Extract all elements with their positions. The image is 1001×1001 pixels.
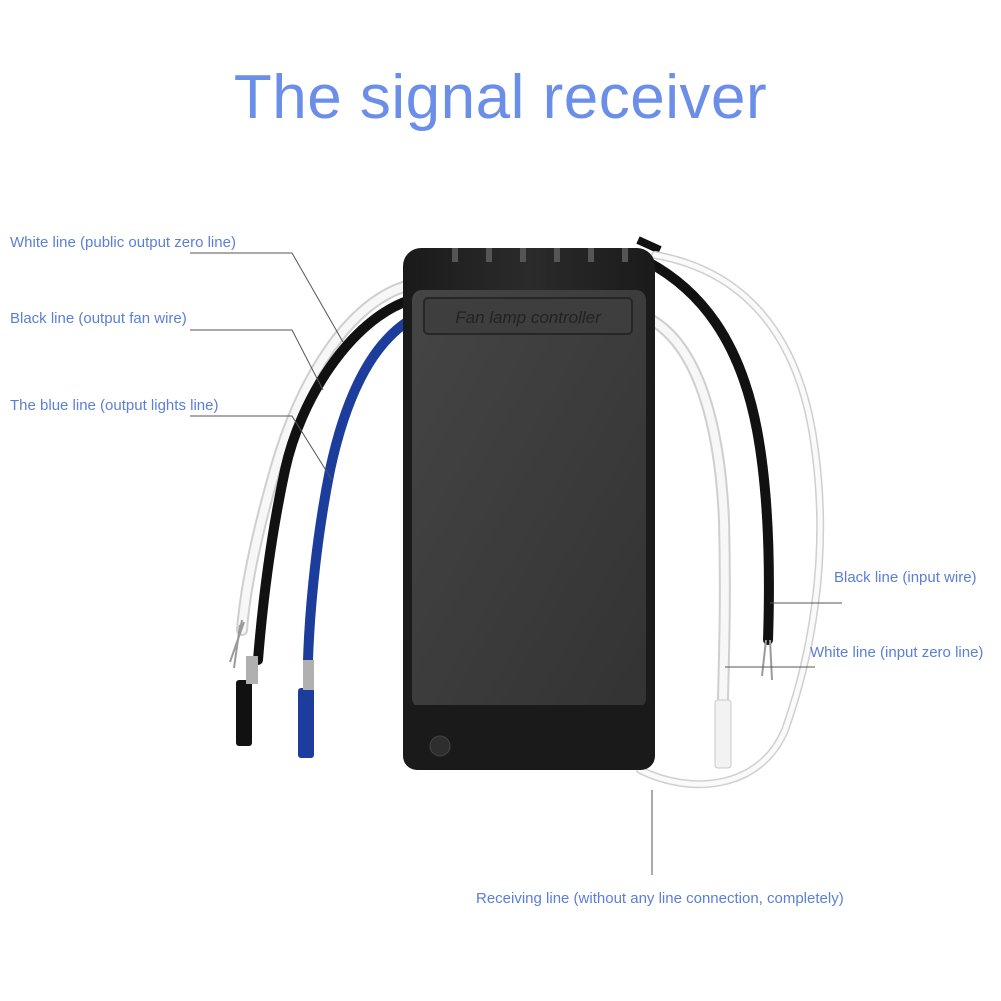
leader-black-fan bbox=[190, 329, 324, 391]
front-panel bbox=[412, 290, 646, 708]
white-output-wire-strands bbox=[229, 619, 245, 669]
vent-slots bbox=[452, 248, 628, 262]
page-title: The signal receiver bbox=[233, 63, 768, 132]
label-receiving-line: Receiving line (without any line connect… bbox=[476, 890, 844, 907]
label-black-output-fan: Black line (output fan wire) bbox=[10, 310, 187, 327]
leader-lines bbox=[190, 252, 842, 875]
black-fan-wire-terminal bbox=[236, 680, 252, 746]
leader-blue-lights bbox=[190, 415, 333, 481]
black-input-wire bbox=[643, 257, 774, 645]
controller-body: Fan lamp controller bbox=[403, 248, 655, 770]
left-wires bbox=[229, 279, 416, 758]
leader-white-output bbox=[190, 252, 344, 343]
label-white-output-zero: White line (public output zero line) bbox=[10, 234, 236, 251]
label-blue-output-lights: The blue line (output lights line) bbox=[10, 397, 219, 414]
white-input-wire-terminal bbox=[714, 699, 732, 769]
label-black-input: Black line (input wire) bbox=[834, 569, 977, 586]
black-fan-wire bbox=[253, 295, 415, 665]
label-white-input-zero: White line (input zero line) bbox=[810, 644, 984, 661]
right-wires bbox=[636, 236, 825, 789]
label-plate bbox=[423, 297, 633, 335]
device-label: Fan lamp controller bbox=[455, 308, 602, 327]
blue-lights-wire bbox=[303, 315, 415, 665]
ir-sensor bbox=[429, 735, 451, 757]
white-input-wire bbox=[642, 312, 731, 706]
blue-lights-wire-terminal bbox=[298, 688, 314, 758]
